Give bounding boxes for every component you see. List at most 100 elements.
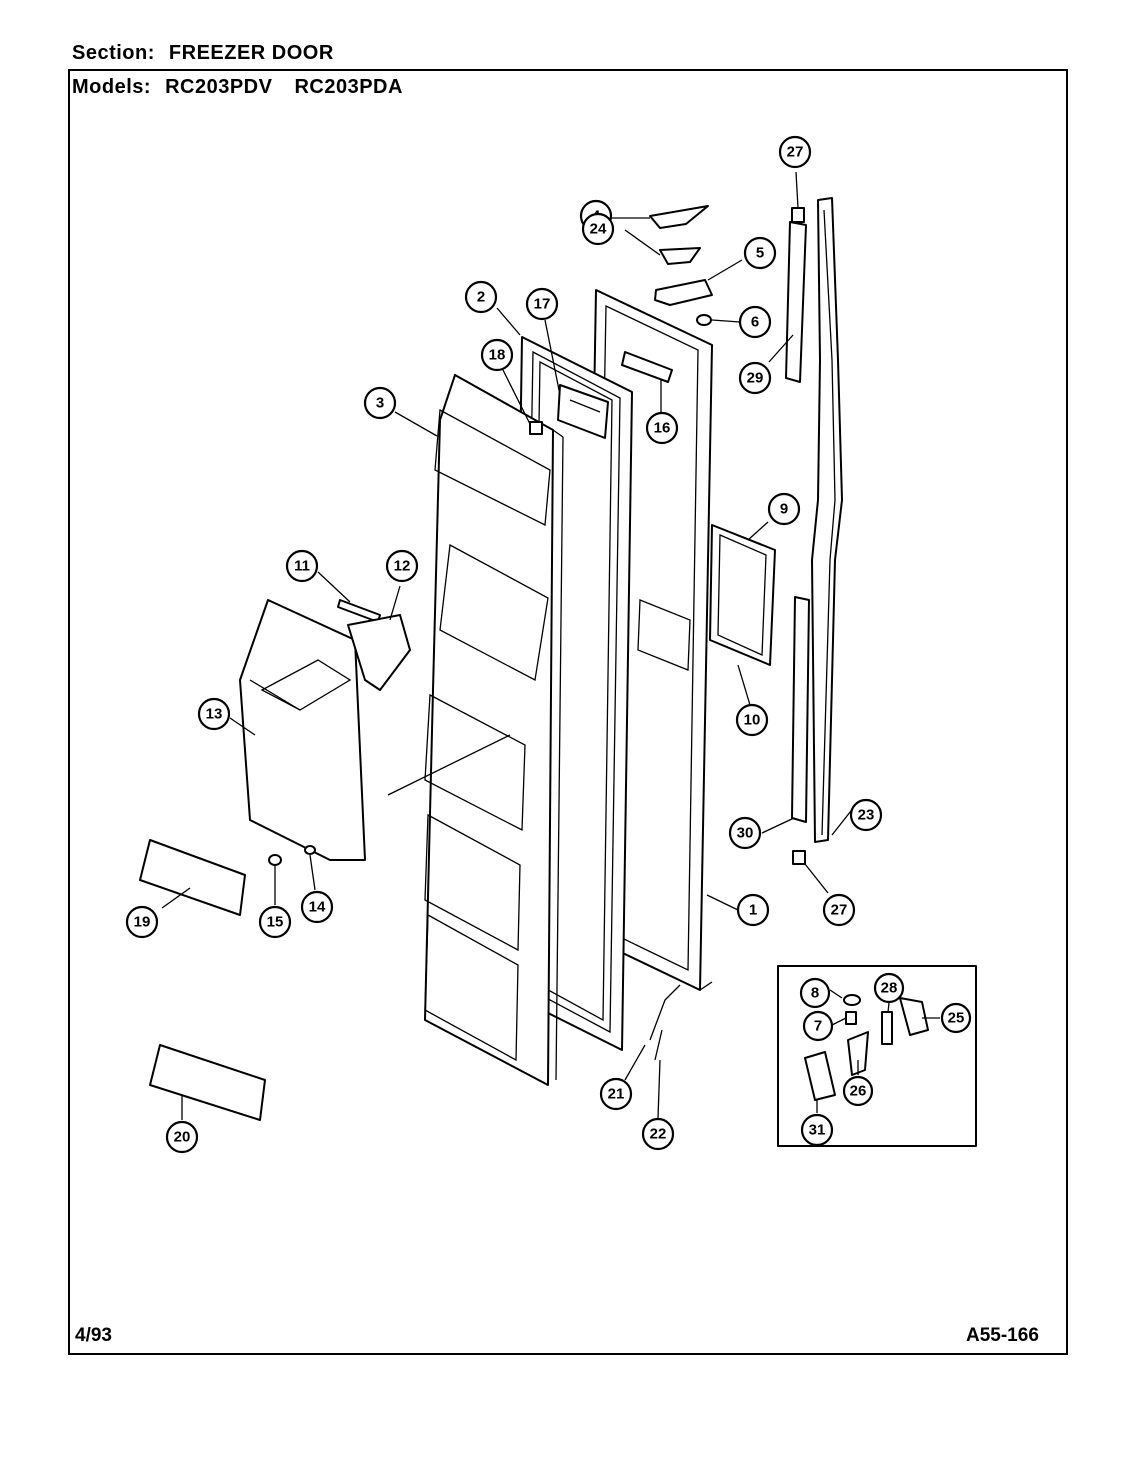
callout-22: 22	[641, 1117, 675, 1151]
callout-23: 23	[849, 798, 883, 832]
section-value: FREEZER DOOR	[168, 42, 334, 64]
callout-30: 30	[728, 816, 762, 850]
revision-date: 4/93	[75, 1325, 112, 1346]
callout-6: 6	[738, 305, 772, 339]
dispenser-housing	[239, 599, 366, 861]
svg-text:31: 31	[809, 1122, 826, 1139]
callout-15: 15	[258, 905, 292, 939]
inset-hinge	[899, 997, 929, 1036]
callout-14: 14	[300, 890, 334, 924]
svg-text:14: 14	[309, 899, 326, 916]
callout-21: 21	[599, 1077, 633, 1111]
svg-text:10: 10	[744, 712, 761, 729]
svg-text:30: 30	[737, 825, 754, 842]
inset-shim	[881, 1011, 893, 1045]
callout-31: 31	[800, 1113, 834, 1147]
callout-16: 16	[645, 411, 679, 445]
door-insert	[637, 524, 776, 671]
callout-8: 8	[799, 977, 831, 1009]
model-number: RC203PDA	[294, 76, 403, 98]
svg-text:11: 11	[294, 558, 310, 575]
svg-text:2: 2	[477, 289, 485, 306]
door-handle	[811, 197, 843, 843]
svg-text:21: 21	[608, 1086, 625, 1103]
svg-text:8: 8	[811, 985, 819, 1002]
callout-7: 7	[802, 1010, 834, 1042]
screw	[268, 854, 282, 866]
hinge-strip-upper	[785, 221, 807, 383]
svg-text:22: 22	[650, 1126, 667, 1143]
washer	[304, 845, 316, 855]
svg-text:26: 26	[850, 1083, 867, 1100]
callout-1: 1	[736, 893, 770, 927]
svg-text:9: 9	[780, 501, 788, 518]
hinge-bushing	[696, 314, 712, 326]
models-label: Models:	[72, 76, 152, 98]
svg-text:25: 25	[948, 1010, 965, 1027]
svg-text:15: 15	[267, 914, 284, 931]
svg-text:6: 6	[751, 314, 759, 331]
svg-text:20: 20	[174, 1129, 191, 1146]
model-number: RC203PDV	[165, 76, 273, 98]
svg-text:19: 19	[134, 914, 151, 931]
section-label: Section:	[72, 42, 155, 64]
diagram-code: A55-166	[966, 1325, 1039, 1346]
shim-plate	[659, 247, 701, 265]
tube-fitting	[654, 1029, 663, 1061]
svg-text:3: 3	[376, 395, 384, 412]
inset-bushing	[845, 1011, 857, 1025]
inset-washer	[843, 994, 861, 1006]
callout-28: 28	[873, 972, 905, 1004]
callout-29: 29	[738, 361, 772, 395]
hinge-cap	[649, 205, 709, 229]
diagram-frame	[68, 69, 1068, 1355]
hinge-strip-lower	[791, 596, 810, 823]
callout-5: 5	[743, 236, 777, 270]
svg-text:27: 27	[831, 902, 848, 919]
section-title: Section: FREEZER DOOR	[72, 42, 334, 65]
callout-13: 13	[197, 697, 231, 731]
callout-10: 10	[735, 703, 769, 737]
callout-19: 19	[125, 905, 159, 939]
svg-text:12: 12	[394, 558, 411, 575]
leader-lines	[161, 171, 940, 1120]
svg-text:28: 28	[881, 980, 898, 997]
svg-text:13: 13	[206, 706, 223, 723]
svg-text:18: 18	[489, 347, 506, 364]
bracket-part	[557, 384, 609, 439]
callout-9: 9	[767, 492, 801, 526]
inner-door-liner	[387, 374, 564, 1086]
inset-cam	[847, 1031, 869, 1076]
svg-text:27: 27	[787, 144, 804, 161]
door-bin	[149, 1044, 266, 1121]
callout-26: 26	[842, 1075, 874, 1107]
water-tube	[649, 984, 681, 1041]
svg-text:16: 16	[654, 420, 671, 437]
svg-text:29: 29	[747, 370, 764, 387]
models-line: Models: RC203PDV RC203PDA	[72, 76, 425, 99]
svg-text:23: 23	[858, 807, 875, 824]
hinge-cover	[621, 351, 673, 383]
top-hinge	[654, 279, 713, 306]
svg-text:17: 17	[534, 296, 551, 313]
svg-text:1: 1	[749, 902, 757, 919]
svg-text:5: 5	[756, 245, 764, 262]
clip-part	[529, 421, 543, 435]
callout-11: 11	[285, 549, 319, 583]
callout-25: 25	[940, 1002, 972, 1034]
callout-3: 3	[363, 386, 397, 420]
drip-tray	[139, 839, 246, 916]
inset-bracket	[804, 1051, 836, 1101]
callout-20: 20	[165, 1120, 199, 1154]
callout-27-bottom: 27	[822, 893, 856, 927]
callout-2: 2	[464, 280, 498, 314]
end-cap-top	[791, 207, 805, 223]
end-cap-bottom	[792, 850, 806, 865]
callout-17: 17	[525, 287, 559, 321]
dispenser-lever	[337, 599, 381, 623]
svg-text:7: 7	[814, 1018, 822, 1035]
callout-18: 18	[480, 338, 514, 372]
callout-27-top: 27	[778, 135, 812, 169]
callout-24: 24	[581, 212, 615, 246]
